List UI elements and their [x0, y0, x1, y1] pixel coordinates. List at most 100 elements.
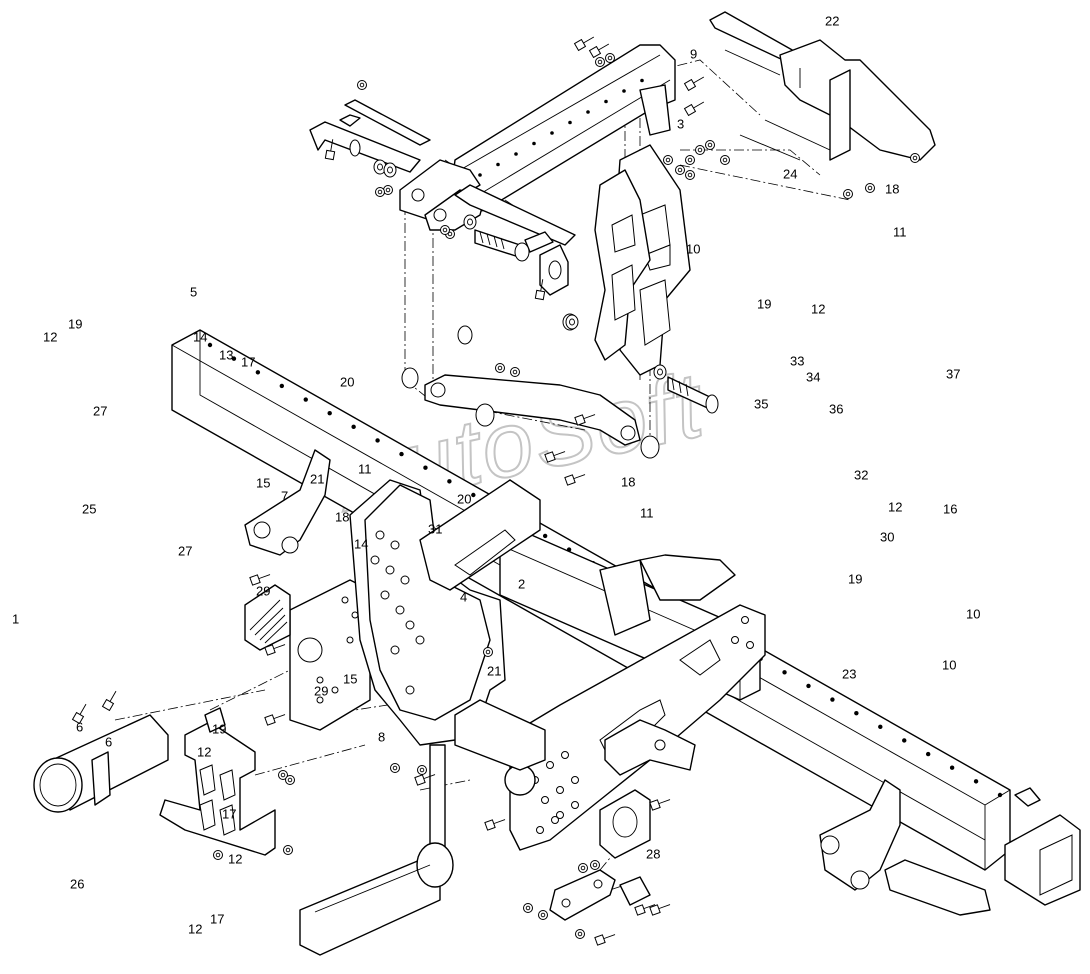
- nut: [695, 145, 705, 155]
- callout-c14a: 14: [193, 329, 207, 344]
- callout-c19d: 19: [848, 571, 862, 586]
- callout-c22: 22: [825, 13, 839, 28]
- callout-c37: 37: [946, 366, 960, 381]
- callout-number: 36: [829, 401, 843, 416]
- callout-c11b: 11: [640, 505, 654, 520]
- callout-number: 10: [942, 657, 956, 672]
- callout-number: 32: [854, 467, 868, 482]
- callout-number: 34: [806, 369, 820, 384]
- callout-c10a: 10: [686, 241, 700, 256]
- nut: [578, 863, 588, 873]
- callout-c12c: 12: [188, 921, 202, 936]
- nut: [390, 763, 400, 773]
- nut: [285, 775, 295, 785]
- bolt: [634, 904, 656, 916]
- bolt: [594, 934, 616, 946]
- callout-number: 27: [93, 403, 107, 418]
- lamp-left: [244, 584, 291, 651]
- callout-number: 11: [358, 461, 372, 476]
- callout-c7: 7: [281, 488, 288, 503]
- nut: [278, 770, 288, 780]
- callout-number: 21: [310, 471, 324, 486]
- bolt: [649, 904, 671, 916]
- callout-c29b: 29: [314, 683, 328, 698]
- callout-number: 10: [686, 241, 700, 256]
- callout-c9: 9: [690, 46, 697, 61]
- bolt: [544, 451, 566, 463]
- callout-number: 19: [212, 721, 226, 736]
- callout-number: 6: [105, 734, 112, 749]
- callout-number: 20: [340, 374, 354, 389]
- callout-c33: 33: [790, 353, 804, 368]
- callout-number: 10: [966, 606, 980, 621]
- nut: [510, 367, 520, 377]
- callout-c34: 34: [806, 369, 820, 384]
- bolt: [414, 774, 436, 786]
- callout-labels: 1234566789101010111111121212121212131414…: [12, 13, 980, 936]
- nut: [440, 225, 450, 235]
- callout-c12d: 12: [228, 851, 242, 866]
- callout-number: 12: [811, 301, 825, 316]
- nut: [357, 80, 367, 90]
- callout-c1: 1: [12, 611, 19, 626]
- bolt: [649, 799, 671, 811]
- callout-number: 16: [943, 501, 957, 516]
- fasteners: [71, 36, 920, 946]
- nut: [705, 140, 715, 150]
- callout-number: 29: [256, 583, 270, 598]
- callout-number: 25: [82, 501, 96, 516]
- callout-number: 2: [518, 576, 525, 591]
- callout-c13: 13: [219, 347, 233, 362]
- callout-number: 6: [76, 719, 83, 734]
- nut: [595, 57, 605, 67]
- bracket-24: [159, 707, 276, 856]
- callout-number: 35: [754, 396, 768, 411]
- callout-c32: 32: [854, 467, 868, 482]
- nut: [590, 860, 600, 870]
- callout-number: 22: [825, 13, 839, 28]
- upper-bracket-right: [454, 184, 576, 296]
- callout-c6a: 6: [76, 719, 83, 734]
- callout-c12f: 12: [888, 499, 902, 514]
- lamp-23: [599, 789, 651, 859]
- bolt: [683, 101, 705, 117]
- callout-number: 12: [188, 921, 202, 936]
- callout-c12a: 12: [43, 329, 57, 344]
- frame-lower-bracket-right: [819, 779, 991, 916]
- link-bar: [424, 374, 641, 446]
- callout-c21a: 21: [310, 471, 324, 486]
- bolt: [683, 76, 705, 92]
- nut: [375, 187, 385, 197]
- callout-c20a: 20: [340, 374, 354, 389]
- callout-number: 24: [783, 166, 797, 181]
- callout-c17c: 17: [210, 911, 224, 926]
- callout-number: 18: [335, 509, 349, 524]
- bolt: [249, 574, 271, 586]
- callout-number: 11: [640, 505, 654, 520]
- bolt: [484, 819, 506, 831]
- pin-8: [667, 376, 719, 414]
- callout-c29a: 29: [256, 583, 270, 598]
- washer: [565, 314, 579, 330]
- drawbar-37: [299, 842, 454, 956]
- callout-c10c: 10: [966, 606, 980, 621]
- nut: [523, 903, 533, 913]
- nut: [685, 155, 695, 165]
- callout-c25: 25: [82, 501, 96, 516]
- nut: [685, 170, 695, 180]
- vertical-support-bracket: [349, 479, 541, 861]
- nut: [910, 153, 920, 163]
- callout-number: 17: [241, 354, 255, 369]
- callout-number: 14: [354, 536, 368, 551]
- nut: [283, 845, 293, 855]
- mounting-plate-left: [289, 579, 371, 731]
- bolt: [264, 644, 286, 656]
- plate-30: [549, 869, 651, 921]
- callout-number: 12: [197, 744, 211, 759]
- callout-number: 13: [219, 347, 233, 362]
- callout-c16: 16: [943, 501, 957, 516]
- callout-c6b: 6: [105, 734, 112, 749]
- callout-c8: 8: [378, 729, 385, 744]
- callout-c23: 23: [842, 666, 856, 681]
